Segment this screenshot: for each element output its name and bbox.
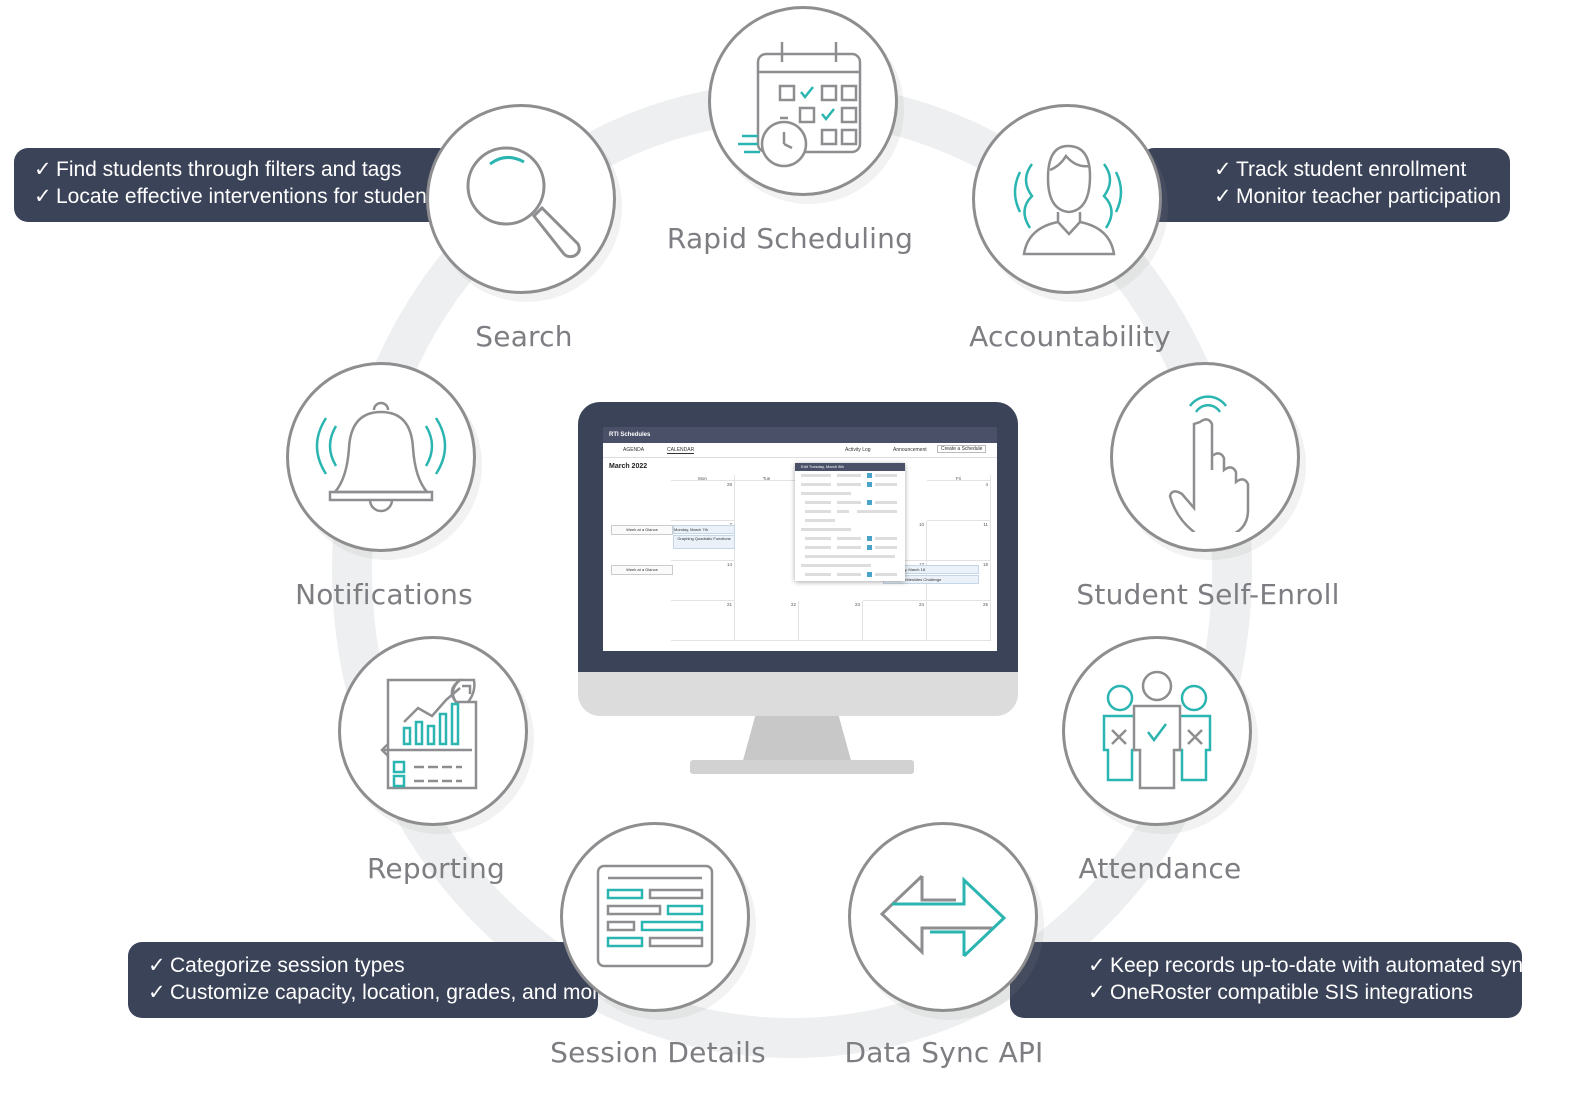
group-check-icon [1102, 670, 1212, 790]
monitor-stand [742, 716, 852, 764]
monitor-base [690, 760, 914, 774]
sync-arrows-icon [879, 874, 1007, 958]
node-search [426, 104, 616, 294]
data-sync-callout: ✓Keep records up-to-date with automated … [1010, 942, 1544, 1018]
node-attendance [1062, 636, 1252, 826]
check-icon: ✓ [148, 954, 166, 977]
announcement-link[interactable]: Announcement [893, 447, 927, 453]
calendar-cell[interactable]: 4 [927, 481, 991, 521]
label-attendance: Attendance [1078, 852, 1242, 885]
week-glance-button[interactable]: Week at a Glance [611, 525, 673, 535]
callout-item: Locate effective interventions for stude… [56, 185, 444, 208]
edit-popup[interactable]: Edit Tuesday, March 8th [795, 463, 905, 581]
callout-item: Customize capacity, location, grades, an… [170, 981, 611, 1004]
form-icon [596, 864, 714, 968]
magnifier-icon [466, 146, 581, 259]
calendar-cell[interactable]: 28 [671, 481, 735, 521]
popup-title: Edit Tuesday, March 8th [795, 463, 905, 471]
calendar-month: March 2022 [609, 463, 648, 470]
check-icon: ✓ [1088, 981, 1106, 1004]
node-rapid-scheduling [708, 6, 898, 196]
session-details-callout: ✓Categorize session types ✓Customize cap… [128, 942, 611, 1018]
check-icon: ✓ [1214, 158, 1232, 181]
calendar-clock-icon [738, 42, 862, 168]
monitor-chin [578, 672, 1018, 716]
callout-item: Monitor teacher participation [1236, 185, 1501, 208]
calendar-cell[interactable]: 21 [671, 601, 735, 641]
calendar-cell[interactable]: 25 [927, 601, 991, 641]
node-student-self-enroll [1110, 362, 1300, 552]
check-icon: ✓ [34, 158, 52, 181]
day-header-mon: Mon [671, 475, 735, 481]
app-screenshot: RTI Schedules AGENDA CALENDAR Activity L… [603, 427, 997, 651]
accountability-callout: ✓Track student enrollment ✓Monitor teach… [1140, 148, 1510, 222]
callout-item: Categorize session types [170, 954, 405, 977]
callout-item: Keep records up-to-date with automated s… [1110, 954, 1545, 977]
bell-icon [315, 401, 447, 513]
day-header-tue: Tue [735, 475, 799, 481]
tab-agenda[interactable]: AGENDA [623, 447, 645, 453]
label-accountability: Accountability [969, 320, 1171, 353]
event-graphing[interactable]: Graphing Quadratic Functions [673, 535, 735, 549]
label-reporting: Reporting [367, 852, 505, 885]
week-glance-button[interactable]: Week at a Glance [611, 565, 673, 575]
check-icon: ✓ [34, 185, 52, 208]
calendar-cell[interactable]: 23 [799, 601, 863, 641]
check-icon: ✓ [1214, 185, 1232, 208]
hand-tap-icon [1168, 395, 1250, 532]
node-data-sync-api [848, 822, 1038, 1012]
calendar-grid: Mon Tue Fri 28 7 14 21 22 23 24 25 4 10 … [603, 475, 997, 651]
create-schedule-button[interactable]: Create a Schedule [937, 445, 987, 453]
node-notifications [286, 362, 476, 552]
check-icon: ✓ [1088, 954, 1106, 977]
node-reporting [338, 636, 528, 826]
label-notifications: Notifications [295, 578, 473, 611]
node-session-details [560, 822, 750, 1012]
day-header-fri: Fri [927, 475, 991, 481]
calendar-cell[interactable]: 18 [927, 561, 991, 601]
check-icon: ✓ [148, 981, 166, 1004]
calendar-cell[interactable]: 22 [735, 601, 799, 641]
calendar-cell[interactable]: 11 [927, 521, 991, 561]
person-icon [1013, 144, 1123, 256]
label-session-details: Session Details [550, 1036, 766, 1069]
search-callout: ✓Find students through filters and tags … [14, 148, 454, 222]
callout-item: OneRoster compatible SIS integrations [1110, 981, 1474, 1004]
label-search: Search [475, 320, 573, 353]
screen-title: RTI Schedules [603, 427, 997, 443]
tab-calendar[interactable]: CALENDAR [667, 447, 695, 454]
activity-log-link[interactable]: Activity Log [845, 447, 871, 453]
calendar-cell[interactable]: 14 [671, 561, 735, 601]
label-data-sync-api: Data Sync API [844, 1036, 1044, 1069]
screen-tabs: AGENDA CALENDAR Activity Log Announcemen… [603, 443, 997, 458]
calendar-cell[interactable]: 24 [863, 601, 927, 641]
label-rapid-scheduling: Rapid Scheduling [666, 222, 914, 255]
event-day-label: Monday, March 7th [673, 525, 735, 534]
report-chart-icon [380, 678, 478, 790]
node-accountability [972, 104, 1162, 294]
callout-item: Track student enrollment [1236, 158, 1467, 181]
label-student-self-enroll: Student Self-Enroll [1076, 578, 1340, 611]
callout-item: Find students through filters and tags [56, 158, 402, 181]
